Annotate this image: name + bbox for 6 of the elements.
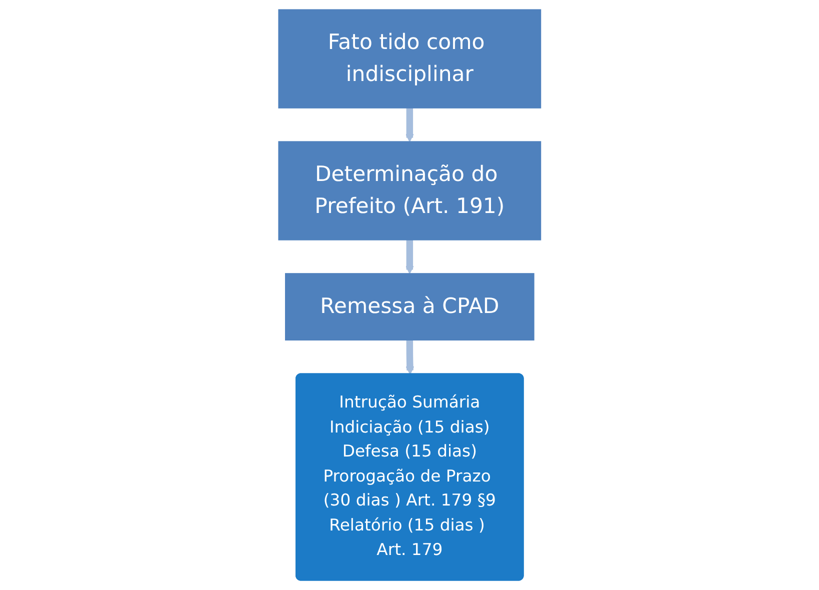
arrow [405,107,414,142]
node-box: Determinação do Prefeito (Art. 191) [278,141,541,240]
node-box: Remessa à CPAD [284,273,534,340]
node-box: Fato tido como indisciplinar [278,9,541,108]
arrow [406,339,414,375]
arrow [405,239,414,274]
